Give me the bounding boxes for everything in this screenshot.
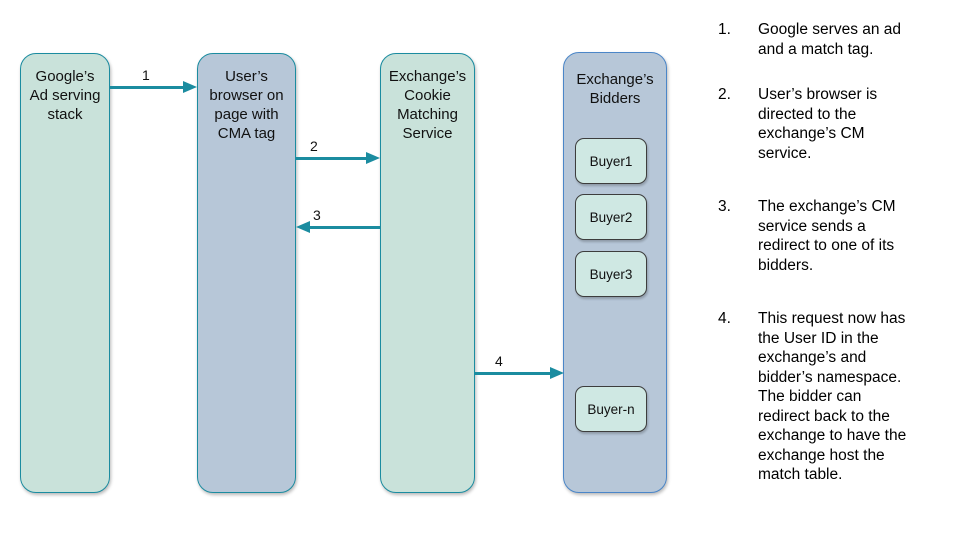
arrow-step-3-shaft <box>308 225 380 229</box>
arrow-step-2-label: 2 <box>310 138 318 154</box>
step-item-4-number: 4. <box>718 310 731 327</box>
lane-user-browser: User’s browser on page with CMA tag <box>197 53 296 493</box>
buyer-box-2: Buyer2 <box>575 194 647 240</box>
step-item-3-text: The exchange’s CM service sends a redire… <box>758 198 896 274</box>
buyer-box-2-label: Buyer2 <box>589 209 633 225</box>
lane-google-ad-stack-label: Google’s Ad serving stack <box>29 68 101 123</box>
step-item-2: 2. User’s browser is directed to the exc… <box>718 85 953 163</box>
steps-list: 1. Google serves an ad and a match tag. … <box>718 20 953 485</box>
arrow-step-1-label: 1 <box>142 67 150 83</box>
buyer-box-3: Buyer3 <box>575 251 647 297</box>
arrow-step-2: 2 <box>296 138 380 164</box>
arrow-step-1-shaft <box>110 85 185 89</box>
lane-exchange-cm-service: Exchange’s Cookie Matching Service <box>380 53 475 493</box>
step-item-2-number: 2. <box>718 86 731 103</box>
arrow-step-3: 3 <box>296 207 380 233</box>
buyer-box-1-label: Buyer1 <box>589 153 633 169</box>
buyer-box-3-label: Buyer3 <box>589 266 633 282</box>
arrow-step-4: 4 <box>475 353 564 379</box>
step-item-2-text: User’s browser is directed to the exchan… <box>758 86 878 162</box>
step-item-1: 1. Google serves an ad and a match tag. <box>718 20 953 59</box>
step-item-1-number: 1. <box>718 21 731 38</box>
arrow-step-4-head-icon <box>550 367 564 379</box>
arrow-step-3-label: 3 <box>313 207 321 223</box>
lane-exchange-bidders: Exchange’s Bidders Buyer1 Buyer2 Buyer3 … <box>563 52 667 493</box>
step-item-1-text: Google serves an ad and a match tag. <box>758 21 902 58</box>
arrow-step-2-head-icon <box>366 152 380 164</box>
buyer-box-n-label: Buyer-n <box>587 401 635 417</box>
lane-user-browser-label: User’s browser on page with CMA tag <box>209 68 284 142</box>
step-item-4-text: This request now has the User ID in the … <box>758 310 907 483</box>
step-item-3-number: 3. <box>718 198 731 215</box>
arrow-step-4-shaft <box>475 371 552 375</box>
step-item-4: 4. This request now has the User ID in t… <box>718 309 953 485</box>
arrow-step-3-head-icon <box>296 221 310 233</box>
arrow-step-1: 1 <box>110 67 197 93</box>
lane-google-ad-stack: Google’s Ad serving stack <box>20 53 110 493</box>
buyer-box-1: Buyer1 <box>575 138 647 184</box>
lane-exchange-bidders-label: Exchange’s Bidders <box>576 71 654 107</box>
buyer-box-n: Buyer-n <box>575 386 647 432</box>
lane-exchange-cm-service-label: Exchange’s Cookie Matching Service <box>388 68 467 142</box>
arrow-step-2-shaft <box>296 156 368 160</box>
step-item-3: 3. The exchange’s CM service sends a red… <box>718 197 953 275</box>
arrow-step-4-label: 4 <box>495 353 503 369</box>
arrow-step-1-head-icon <box>183 81 197 93</box>
